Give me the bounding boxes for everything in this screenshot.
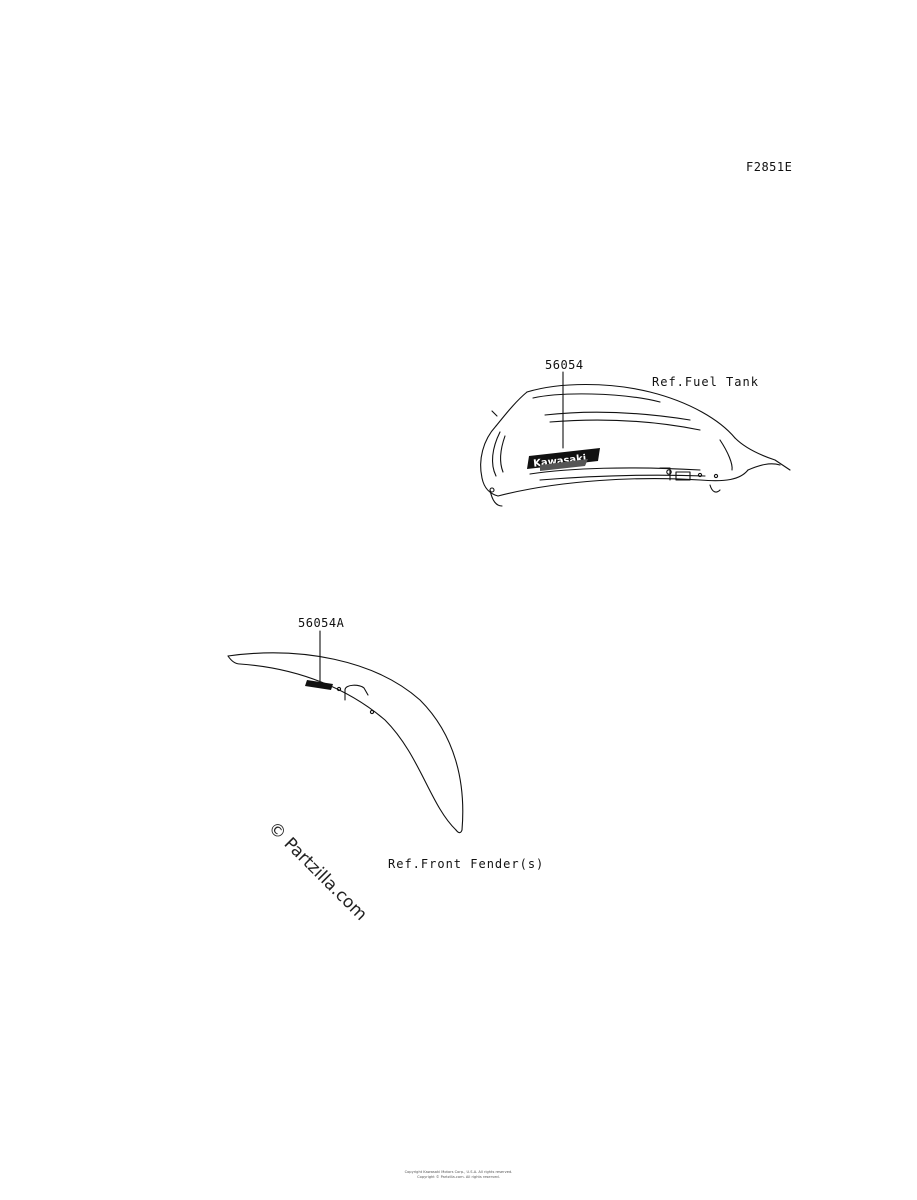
fender-decal-56054A xyxy=(305,680,333,690)
footer-line-1: Copyright Kawasaki Motors Corp., U.S.A. … xyxy=(404,1170,513,1174)
footer-line-2: Copyright © Partzilla.com. All rights re… xyxy=(417,1175,500,1179)
kawasaki-logo: Kawasaki xyxy=(527,448,600,471)
fuel-tank-drawing xyxy=(480,383,791,507)
figure-code: F2851E xyxy=(746,160,793,174)
reference-fuel-tank: Ref.Fuel Tank xyxy=(652,375,759,389)
part-number-56054A[interactable]: 56054A xyxy=(298,616,345,630)
reference-front-fender: Ref.Front Fender(s) xyxy=(388,857,545,871)
copyright-footer: Copyright Kawasaki Motors Corp., U.S.A. … xyxy=(0,1170,917,1180)
part-number-56054[interactable]: 56054 xyxy=(545,358,584,372)
front-fender-drawing xyxy=(227,652,464,834)
